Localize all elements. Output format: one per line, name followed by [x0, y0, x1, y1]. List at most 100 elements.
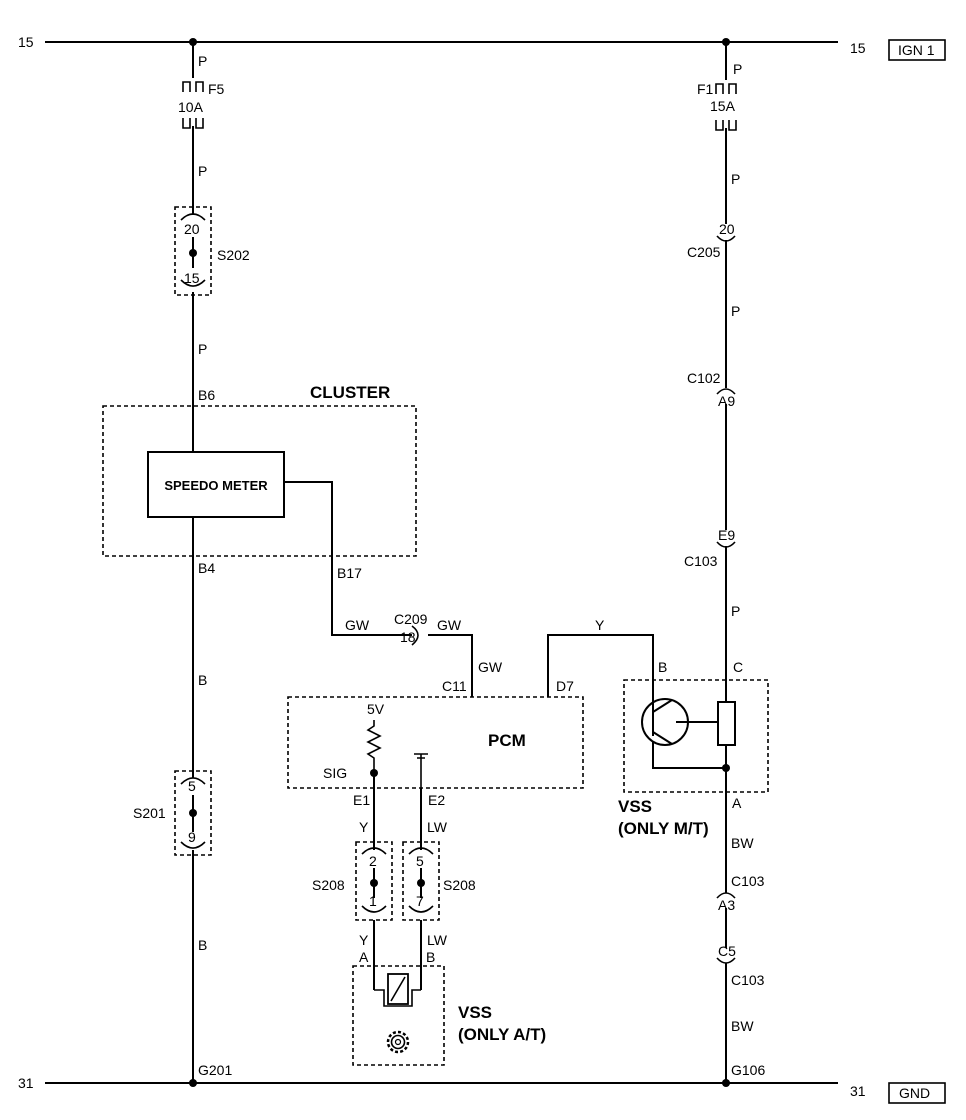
pin-d7: D7	[556, 678, 574, 694]
connector-c102-icon	[716, 388, 736, 395]
pcm-sig: SIG	[323, 765, 347, 781]
wire-gw-label: GW	[345, 617, 370, 633]
splice-pin: 1	[369, 893, 377, 909]
splice-pin: 2	[369, 853, 377, 869]
wire-lw-label: LW	[427, 932, 448, 948]
splice-s202-name: S202	[217, 247, 250, 263]
wire-lw-label: LW	[427, 819, 448, 835]
fuse-f1-rating: 15A	[710, 98, 736, 114]
ground-g106: G106	[731, 1062, 765, 1078]
wire-p-label: P	[198, 341, 207, 357]
connector-c209: C209	[394, 611, 428, 627]
ign1-tag: IGN 1	[898, 42, 935, 58]
pin-a: A	[732, 795, 742, 811]
vss-mt-sensor-icon	[717, 701, 736, 746]
wire-b-label: B	[198, 672, 207, 688]
splice-pin: 9	[188, 829, 196, 845]
fuse-f5-icon	[182, 81, 204, 129]
rail-top-right-label: 15	[850, 40, 866, 56]
pin-b: B	[658, 659, 667, 675]
connector-pin: 20	[719, 221, 735, 237]
wire-bw-label: BW	[731, 1018, 754, 1034]
rail-top-left-label: 15	[18, 34, 34, 50]
wire-y-label: Y	[595, 617, 605, 633]
speedometer-label: SPEEDO METER	[164, 478, 268, 493]
pin-c11: C11	[442, 678, 467, 694]
wire-gw-label: GW	[478, 659, 503, 675]
connector-c103: C103	[684, 553, 718, 569]
vss-mt-title: VSS	[618, 797, 652, 816]
cluster-title: CLUSTER	[310, 383, 390, 402]
connector-c103-icon	[716, 957, 736, 964]
splice-pin: 20	[184, 221, 200, 237]
right-branch: P F1 15A P 20 C205 P C102 A9 E9 C103 P B…	[618, 42, 769, 1083]
lower-center: Y LW 2 1 S208 5 7 S208 Y LW A B VSS	[312, 773, 546, 1066]
connector-c103: C103	[731, 873, 765, 889]
splice-s208-right-box	[402, 841, 440, 921]
splice-pin: 5	[188, 778, 196, 794]
fuse-f5-rating: 10A	[178, 99, 204, 115]
vss-mt-subtitle: (ONLY M/T)	[618, 819, 709, 838]
splice-s201-name: S201	[133, 805, 166, 821]
pcm-module: PCM C11 D7 Y 5V SIG E1 E2	[287, 617, 654, 808]
cluster-box	[102, 405, 417, 557]
wire-p-label: P	[733, 61, 742, 77]
pin-b6: B6	[198, 387, 215, 403]
resistor-icon	[366, 720, 382, 773]
splice-pin: 15	[184, 270, 200, 286]
pin-b: B	[426, 949, 435, 965]
wire-b-label: B	[198, 937, 207, 953]
vss-at-box	[352, 965, 445, 1066]
connector-pin: A3	[718, 897, 735, 913]
wire-p-label: P	[731, 303, 740, 319]
gnd-tag: GND	[899, 1085, 930, 1101]
connector-c103: C103	[731, 972, 765, 988]
connector-c102: C102	[687, 370, 721, 386]
splice-s208-right-name: S208	[443, 877, 476, 893]
rail-bottom-left-label: 31	[18, 1075, 34, 1091]
wire-y-label: Y	[359, 819, 369, 835]
gw-path: GW C209 18 GW GW	[345, 611, 503, 697]
fuse-f1-icon	[715, 83, 737, 131]
ign1-rail: 15 15 IGN 1	[18, 34, 946, 61]
vss-mt-box	[623, 679, 769, 793]
splice-s202-box	[174, 206, 212, 296]
fuse-f5-name: F5	[208, 81, 225, 97]
connector-pin: 18	[400, 629, 416, 645]
pcm-5v: 5V	[367, 701, 385, 717]
connector-pin: E9	[718, 527, 735, 543]
ground-g201: G201	[198, 1062, 232, 1078]
pin-e2: E2	[428, 792, 445, 808]
pin-e1: E1	[353, 792, 370, 808]
connector-c205-icon	[716, 235, 736, 242]
rail-bottom-right-label: 31	[850, 1083, 866, 1099]
connector-pin: C5	[718, 943, 736, 959]
splice-s201-box	[174, 770, 212, 856]
left-branch: P F5 10A P 20 15 S202 P B6 B4 B 5 9 S201…	[133, 42, 250, 1083]
splice-s208-left-name: S208	[312, 877, 345, 893]
connector-c205: C205	[687, 244, 721, 260]
pcm-title: PCM	[488, 731, 526, 750]
connector-c103-icon	[716, 892, 736, 899]
connector-c103-icon	[716, 541, 736, 548]
splice-pin: 5	[416, 853, 424, 869]
gear-icon	[386, 1030, 410, 1054]
connector-pin: A9	[718, 393, 735, 409]
vss-at-title: VSS	[458, 1003, 492, 1022]
splice-s208-left-box	[355, 841, 393, 921]
pcm-box	[287, 696, 584, 789]
splice-pin: 7	[416, 893, 424, 909]
wire-gw-label: GW	[437, 617, 462, 633]
pin-a: A	[359, 949, 369, 965]
fuse-f1-name: F1	[697, 81, 714, 97]
connector-c209-icon	[411, 625, 419, 646]
wire-bw-label: BW	[731, 835, 754, 851]
wire-p-label: P	[198, 53, 207, 69]
pin-b17: B17	[337, 565, 362, 581]
vss-at-subtitle: (ONLY A/T)	[458, 1025, 546, 1044]
transistor-icon	[641, 698, 718, 746]
pin-b4: B4	[198, 560, 215, 576]
cluster-module: CLUSTER SPEEDO METER B17	[102, 383, 417, 636]
pin-c: C	[733, 659, 743, 675]
